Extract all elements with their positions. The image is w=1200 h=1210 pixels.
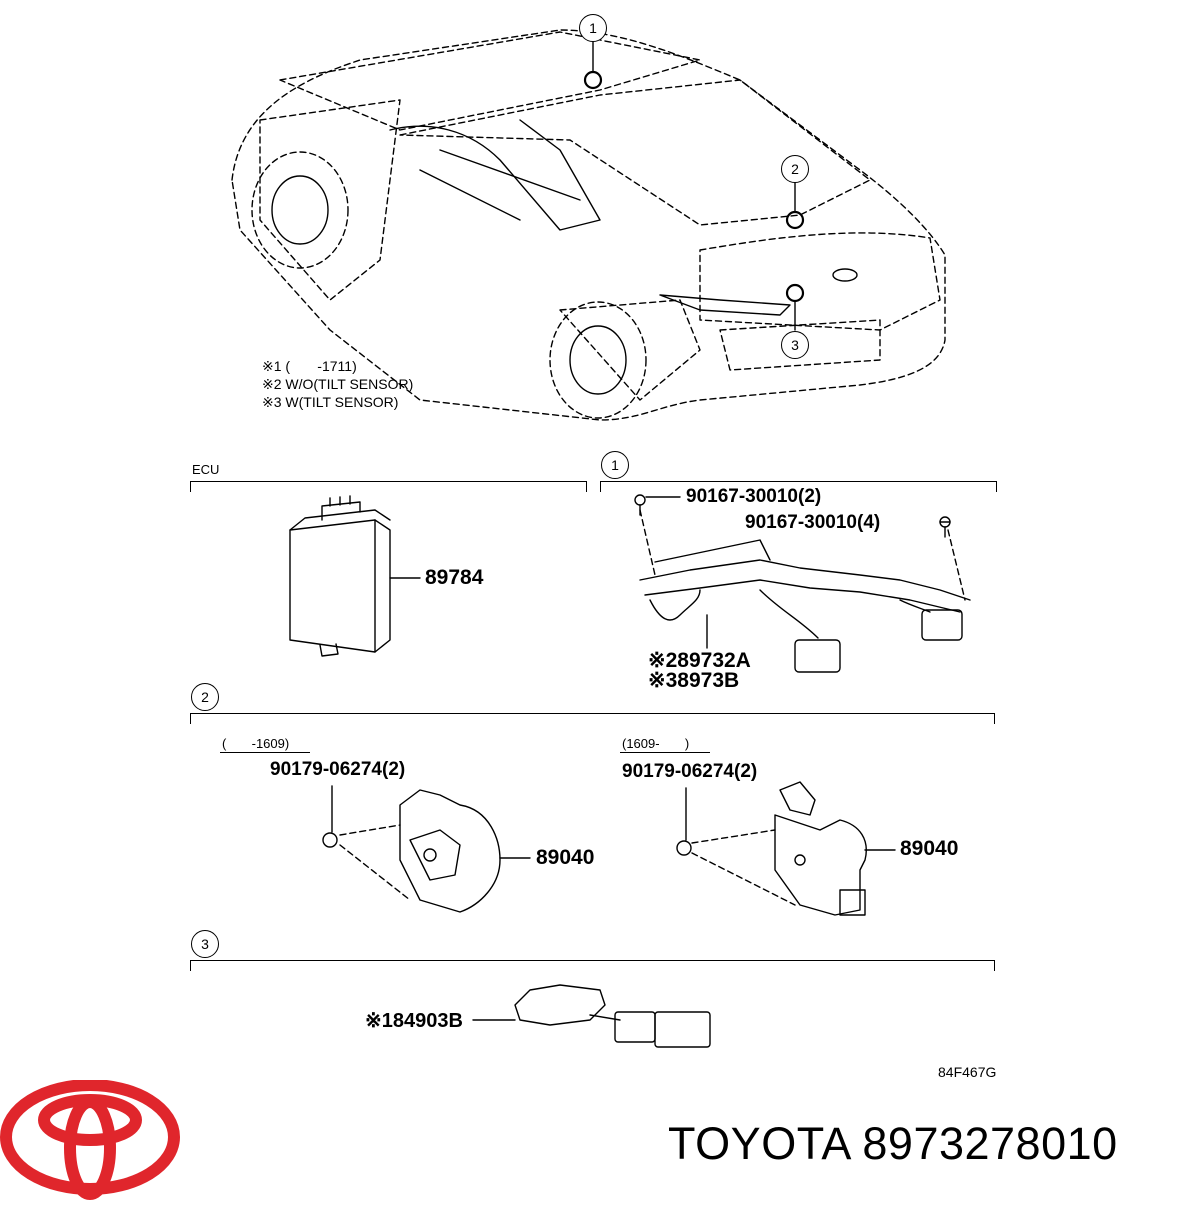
bolt-number-right: 90167-30010(4) [745,512,881,533]
sensor-location-2 [785,210,805,230]
section-bracket-2 [190,713,995,724]
part-number-main: 8973278010 [862,1118,1118,1169]
section-bracket-3 [190,960,995,971]
part-number-84903b: ※184903B [365,1010,463,1032]
section-marker-1: 1 [601,451,629,479]
section-label-ecu: ECU [192,462,220,477]
callout-1-top: 1 [579,14,607,42]
sensor-location-3 [785,283,805,303]
section-marker-2: 2 [191,683,219,711]
nut-number-right: 90179-06274(2) [622,761,758,782]
figure-code: 84F467G [938,1064,997,1080]
rear-wheel [549,301,647,419]
toyota-logo-icon [0,1080,180,1200]
height-sensor-right [676,781,896,916]
sensor-location-1 [583,70,603,90]
bolt-number-left: 90167-30010(2) [686,486,822,507]
section-bracket-ecu [190,481,587,492]
range-left: ( -1609) [222,736,290,751]
part-number-8973b: ※38973B [648,669,740,692]
brand-name: TOYOTA [668,1118,850,1169]
callout-3-top: 3 [781,331,809,359]
part-number-89040-left: 89040 [536,846,595,869]
note-3: ※3 W(TILT SENSOR) [262,394,399,410]
section-marker-3: 3 [191,930,219,958]
brand-caption: TOYOTA 8973278010 [668,1118,1118,1170]
range-right: (1609- ) [622,736,690,751]
part-number-89784: 89784 [425,566,484,589]
note-2: ※2 W/O(TILT SENSOR) [262,376,414,392]
ecu-module [289,495,421,657]
section-bracket-1 [600,481,997,492]
height-sensor-left [322,785,531,913]
note-1: ※1 ( -1711) [262,358,357,374]
car-illustration [231,29,946,421]
front-wheel [251,151,349,269]
tilt-sensor-harness [634,494,971,673]
part-number-89732a: ※289732A [648,649,751,672]
range-left-underline [220,752,310,753]
nut-number-left: 90179-06274(2) [270,759,406,780]
range-right-underline [620,752,710,753]
callout-2-top: 2 [781,155,809,183]
sub-wire-harness [472,984,711,1048]
part-number-89040-right: 89040 [900,837,959,860]
